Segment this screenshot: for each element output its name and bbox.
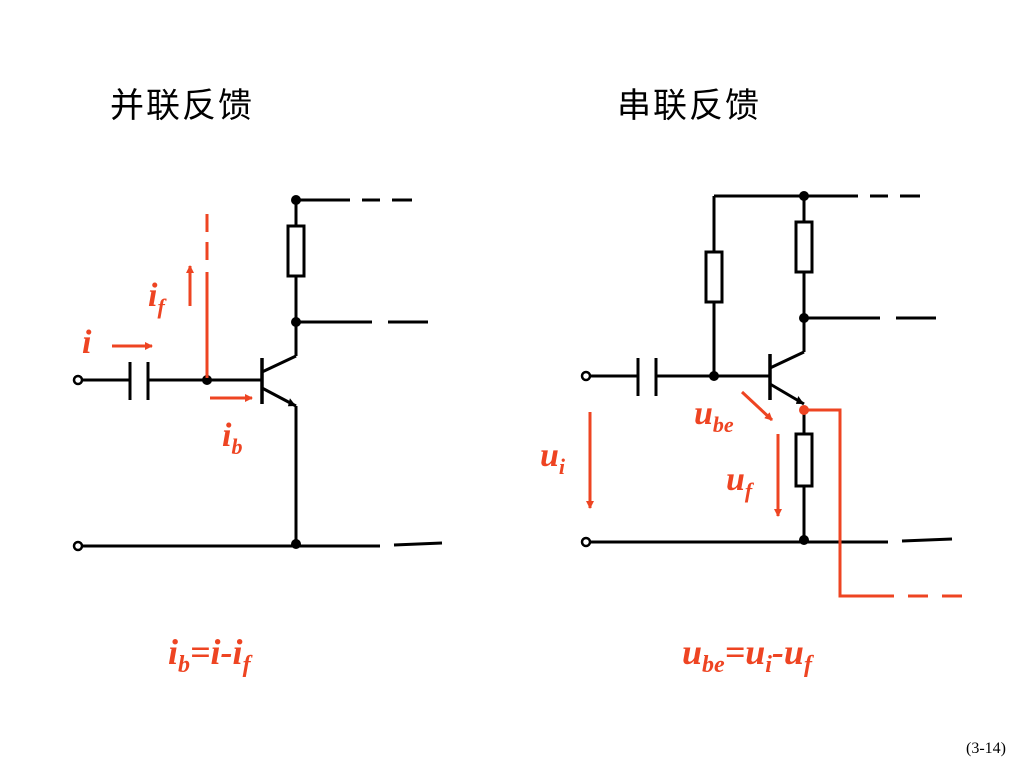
right-circuit (580, 194, 953, 548)
label-if: i (148, 277, 158, 314)
label-ui: u (540, 437, 559, 474)
left-feedback (112, 214, 253, 402)
right-junctions (709, 191, 809, 545)
right-collector-resistor (794, 220, 814, 274)
right-labels: ube ui uf ube=ui-uf (540, 395, 814, 678)
label-ib-sub: b (231, 434, 242, 459)
left-ground-terminal (72, 540, 84, 552)
left-ground-dash (393, 541, 443, 547)
right-bias-resistor (704, 250, 724, 304)
left-input-terminal (72, 374, 84, 386)
page-number: (3-14) (966, 740, 1006, 757)
title-series-feedback: 串联反馈 (617, 86, 761, 126)
svg-text:ui: ui (540, 437, 566, 479)
right-ground-terminal (580, 536, 592, 548)
title-parallel-feedback: 并联反馈 (110, 86, 254, 126)
right-feedback (586, 390, 962, 598)
label-ube: u (694, 395, 713, 432)
label-uf-sub: f (745, 478, 755, 503)
label-i: i (82, 324, 92, 361)
left-labels: i if ib ib=i-if (82, 277, 253, 678)
equation-right: ube=ui-uf (682, 632, 814, 678)
svg-text:ube: ube (694, 395, 734, 437)
left-transistor-collector (261, 354, 297, 374)
label-uf: u (726, 461, 745, 498)
arrow-ube (740, 390, 774, 422)
equation-left: ib=i-if (168, 632, 253, 678)
right-input-terminal (580, 370, 592, 382)
right-emitter-resistor (794, 432, 814, 488)
right-ground-dash (901, 537, 953, 543)
right-transistor-emitter (769, 382, 805, 406)
left-collector-resistor (286, 224, 306, 278)
right-transistor-collector (769, 350, 805, 370)
right-feedback-path (804, 408, 894, 598)
left-circuit (72, 198, 443, 552)
svg-text:if: if (148, 277, 167, 319)
left-transistor-emitter (261, 386, 297, 408)
label-ube-sub: be (713, 412, 734, 437)
svg-text:i: i (82, 324, 92, 361)
label-ui-sub: i (559, 454, 566, 479)
left-junctions (202, 195, 301, 549)
label-if-sub: f (157, 294, 167, 319)
label-ib: i (222, 417, 232, 454)
right-emitter-node (799, 405, 809, 415)
svg-text:ib: ib (222, 417, 242, 459)
svg-text:uf: uf (726, 461, 755, 503)
